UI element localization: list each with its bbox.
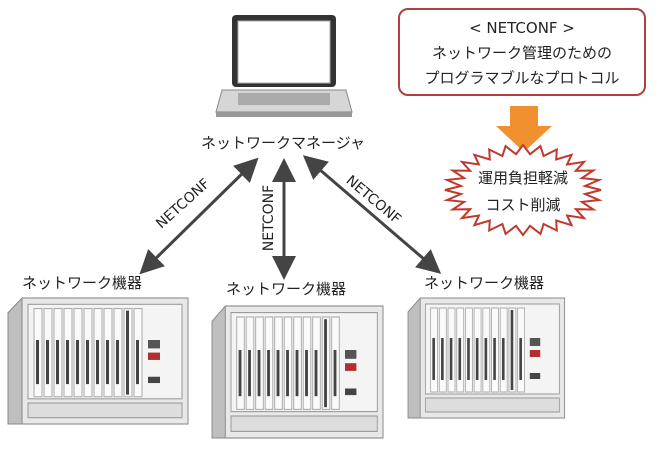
netconf-line-1: ネットワーク管理のための — [431, 44, 612, 62]
link-label-middle: NETCONF — [261, 184, 278, 252]
network-device-rack — [211, 305, 384, 439]
netconf-title: < NETCONF > — [469, 19, 575, 37]
benefit-line-1: 運用負担軽減 — [477, 169, 569, 187]
laptop-icon — [215, 15, 353, 117]
netconf-line-2: プログラマブルなプロトコル — [424, 69, 620, 87]
netconf-description-box: < NETCONF > ネットワーク管理のための プログラマブルなプロトコル — [398, 8, 646, 96]
network-device-rack — [407, 297, 566, 419]
device-label: ネットワーク機器 — [21, 274, 143, 292]
benefit-line-2: コスト削減 — [485, 196, 561, 214]
device-label: ネットワーク機器 — [225, 280, 347, 298]
network-device-rack — [7, 297, 189, 425]
link-arrow-left — [139, 157, 259, 275]
manager-label: ネットワークマネージャ — [201, 134, 365, 152]
burst-shape — [443, 143, 603, 237]
benefit-text: 運用負担軽減 コスト削減 — [478, 165, 568, 219]
down-arrow-icon — [496, 106, 552, 152]
device-label: ネットワーク機器 — [423, 274, 545, 292]
link-arrow-right — [302, 155, 442, 274]
